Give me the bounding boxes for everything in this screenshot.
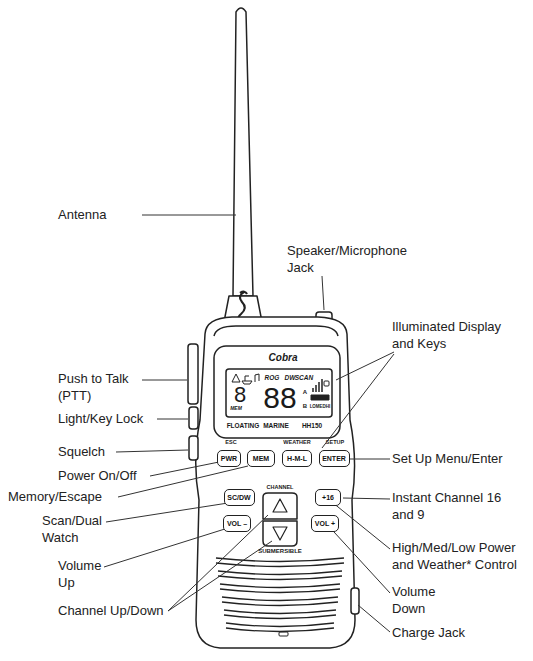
- callout-label: Set Up Menu/Enter: [392, 450, 520, 467]
- display-bezel: [214, 346, 340, 438]
- callout-label: Speaker/Microphone Jack: [287, 242, 415, 276]
- leader-line: [157, 419, 188, 420]
- leader-line: [142, 215, 236, 216]
- leader-line: [322, 354, 394, 448]
- key-button: VOL –: [223, 515, 251, 532]
- device-marking: MARINE: [263, 423, 289, 430]
- leader-line: [168, 515, 268, 611]
- key-button: ENTER: [319, 450, 350, 467]
- key-button: PWR: [217, 450, 241, 467]
- key-label: +16: [322, 494, 334, 501]
- callout-label: Volume Down: [392, 583, 452, 617]
- signal-bars: [313, 379, 322, 392]
- device-marking: MEM: [230, 406, 242, 411]
- housing-top-ridge: [214, 326, 338, 336]
- note-icon: [255, 374, 259, 382]
- callout-label: Antenna: [58, 206, 148, 223]
- callout-label: High/Med/Low Power and Weather* Control: [392, 539, 530, 573]
- callout-label: Volume Up: [58, 557, 108, 591]
- leader-line: [322, 276, 324, 310]
- device-marking: ESC: [225, 440, 236, 446]
- device-marking: FLOATING: [227, 423, 260, 430]
- leader-line: [343, 498, 390, 499]
- device-marking: SUBMERSIBLE: [258, 548, 302, 554]
- boat-icon: [242, 376, 252, 384]
- radio-housing: [196, 317, 355, 648]
- leader-line: [104, 528, 228, 567]
- device-marking: 8: [234, 384, 246, 406]
- leader-line: [116, 450, 188, 452]
- device-marking: HH150: [302, 423, 322, 430]
- key-button: MEM: [247, 450, 275, 467]
- ptt-button: [188, 344, 198, 404]
- device-marking: ROG: [265, 375, 280, 382]
- key-label: MEM: [253, 455, 269, 462]
- device-marking: LOMEDHI: [310, 405, 331, 410]
- callout-label: Memory/Escape: [8, 488, 123, 505]
- warning-icon: [232, 374, 240, 382]
- grille-slot: [222, 597, 338, 606]
- callout-label: Power On/Off: [58, 467, 158, 484]
- speaker-grille: [216, 558, 344, 632]
- callout-label: Push to Talk (PTT): [58, 370, 144, 404]
- lanyard-slot: [279, 632, 288, 636]
- leader-line: [150, 462, 219, 476]
- device-marking: B: [303, 403, 307, 409]
- device-marking: SCAN: [295, 375, 313, 382]
- down-arrow: [273, 527, 287, 540]
- lcd-screen: [226, 369, 332, 417]
- leader-line: [358, 605, 390, 632]
- callout-label: Instant Channel 16 and 9: [392, 489, 502, 523]
- key-label: H-M-L: [287, 455, 307, 462]
- leader-line: [106, 503, 228, 522]
- device-marking: DW: [285, 375, 296, 382]
- callout-label: Squelch: [58, 443, 138, 460]
- device-marking: WEATHER: [283, 440, 310, 446]
- device-marking: Cobra: [269, 353, 298, 363]
- leader-line: [334, 532, 390, 593]
- key-button: SC/DW: [224, 489, 255, 506]
- grille-slot: [218, 571, 342, 580]
- key-button: +16: [315, 489, 341, 506]
- callout-label: Charge Jack: [392, 624, 492, 641]
- antenna: [233, 8, 253, 296]
- callout-label: Light/Key Lock: [58, 410, 168, 427]
- callout-label: Illuminated Display and Keys: [392, 318, 520, 352]
- squelch-button: [189, 436, 198, 460]
- up-arrow: [273, 499, 287, 512]
- lock-icon: [324, 381, 329, 386]
- device-marking: SETUP: [326, 440, 344, 446]
- leader-line: [142, 380, 187, 381]
- key-button: H-M-L: [282, 450, 312, 467]
- grille-slot: [220, 584, 340, 593]
- key-label: VOL +: [315, 520, 335, 527]
- callout-label: Scan/Dual Watch: [42, 512, 108, 546]
- charge-jack: [351, 588, 359, 614]
- leader-lines: [104, 215, 394, 632]
- device-marking: A: [303, 389, 307, 395]
- device-marking: 88: [263, 383, 296, 413]
- battery-icon: [311, 395, 329, 400]
- leader-line: [168, 541, 272, 611]
- key-label: PWR: [221, 455, 237, 462]
- light-key-lock-button: [189, 407, 198, 429]
- leader-line: [346, 459, 390, 460]
- key-label: VOL –: [227, 520, 247, 527]
- grille-slot: [224, 610, 336, 619]
- key-button: VOL +: [311, 515, 339, 532]
- channel-up-button: [263, 493, 297, 519]
- callout-label: Channel Up/Down: [58, 602, 176, 619]
- key-label: ENTER: [322, 455, 346, 462]
- grille-slot: [226, 623, 334, 632]
- key-label: SC/DW: [227, 494, 250, 501]
- device-marking: CHANNEL: [267, 485, 294, 491]
- channel-down-button: [263, 521, 297, 546]
